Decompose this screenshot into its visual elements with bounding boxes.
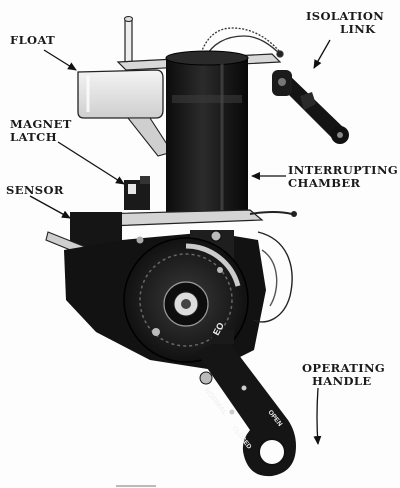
- isolation-link-label-line-1: ISOLATION: [306, 9, 385, 23]
- operating-handle-part: [196, 330, 296, 477]
- top-wires: [199, 27, 284, 59]
- interrupting-chamber-label-line-1: INTERRUPTING: [288, 163, 399, 177]
- sensor-label-line: SENSOR: [6, 183, 64, 197]
- magnet-latch-label-line-2: LATCH: [10, 130, 57, 144]
- top-rod: [124, 16, 133, 69]
- float-part: [77, 69, 173, 157]
- interrupting-chamber-label: INTERRUPTING CHAMBER: [288, 164, 398, 190]
- magnet-latch-arrow: [57, 141, 125, 185]
- float-arrow: [43, 49, 77, 71]
- operating-handle-label: OPERATING HANDLE: [302, 362, 385, 388]
- operating-handle-arrow: [313, 387, 322, 445]
- magnet-latch-part: [124, 176, 150, 210]
- operating-handle-label-line-2: HANDLE: [312, 374, 372, 388]
- float-label: FLOAT: [10, 34, 55, 47]
- isolation-link-arrow: [313, 39, 331, 69]
- interrupting-chamber-part: [165, 50, 249, 218]
- interrupting-chamber-label-line-2: CHAMBER: [288, 176, 361, 190]
- sensor-label: SENSOR: [6, 184, 64, 197]
- side-wire: [253, 231, 293, 323]
- operating-handle-label-line-1: OPERATING: [302, 361, 386, 375]
- isolation-link-part: [272, 70, 349, 144]
- isolation-link-label-line-2: LINK: [340, 22, 376, 36]
- sensor-arrow: [29, 195, 71, 219]
- magnet-latch-label-line-1: MAGNET: [10, 117, 72, 131]
- isolation-link-label: ISOLATION LINK: [306, 10, 384, 36]
- callout-arrows: [29, 39, 331, 445]
- magnet-latch-label: MAGNET LATCH: [10, 118, 72, 144]
- float-label-line: FLOAT: [10, 33, 56, 47]
- middle-plate: [94, 209, 297, 227]
